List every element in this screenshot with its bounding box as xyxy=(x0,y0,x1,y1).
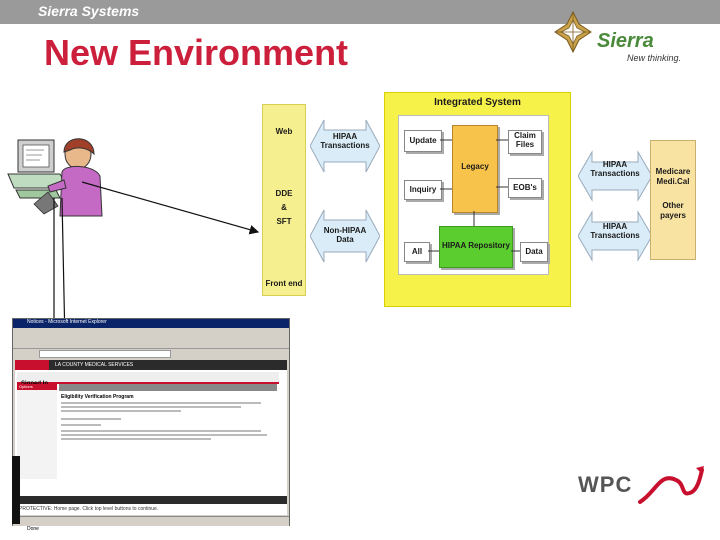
side-strip xyxy=(12,456,20,524)
non-hipaa-in-line1: Non-HIPAA xyxy=(323,226,367,235)
notices-header: Notices xyxy=(59,384,277,399)
non-hipaa-in-arrow xyxy=(310,209,380,263)
payers-medicare: Medicare xyxy=(655,167,691,176)
browser-address-field xyxy=(39,350,171,358)
sierra-tagline: New thinking. xyxy=(627,53,682,63)
notices-panel: Notices Eligibility Verification Program xyxy=(59,384,277,479)
payers-medical: Medi.Cal xyxy=(656,177,690,186)
front-end-label: Front end xyxy=(265,279,303,288)
eobs-box: EOB's xyxy=(508,178,542,198)
page-footer xyxy=(15,496,287,504)
browser-window-title: Notices - Microsoft Internet Explorer xyxy=(27,319,107,325)
browser-title-bar: Notices - Microsoft Internet Explorer xyxy=(13,319,289,328)
hipaa-repository-label: HIPAA Repository xyxy=(441,241,510,250)
hipaa-repository-box: HIPAA Repository xyxy=(439,226,513,268)
slide-title: New Environment xyxy=(44,32,349,73)
inquiry-box: Inquiry xyxy=(404,180,442,200)
notice-text-line xyxy=(61,424,101,426)
page-help-text: PROTECTIVE: Home page. Click top level b… xyxy=(19,506,159,512)
compass-icon xyxy=(554,10,592,54)
sidebar-header-label: Options xyxy=(19,384,33,389)
browser-status-bar: Done xyxy=(13,516,289,532)
user-at-computer-illustration xyxy=(7,138,103,217)
wpc-logo-text: WPC xyxy=(578,472,633,497)
all-box: All xyxy=(404,242,430,262)
legacy-box: Legacy xyxy=(452,125,498,213)
browser-status-text: Done xyxy=(27,526,39,532)
hipaa-in-line1: HIPAA xyxy=(332,132,358,141)
non-hipaa-in-line2: Data xyxy=(336,235,354,244)
page-banner-text: LA COUNTY MEDICAL SERVICES xyxy=(55,362,134,368)
front-end-amp: & xyxy=(281,203,287,212)
hipaa-out-bottom-line2: Transactions xyxy=(590,231,640,240)
hipaa-out-top-line1: HIPAA xyxy=(602,160,628,169)
page-banner: LA COUNTY MEDICAL SERVICES xyxy=(15,360,287,370)
hipaa-out-top-line2: Transactions xyxy=(590,169,640,178)
data-box: Data xyxy=(520,242,548,262)
payers-payers: payers xyxy=(660,211,686,220)
front-end-dde: DDE xyxy=(275,189,293,198)
notice-heading: Eligibility Verification Program xyxy=(61,394,134,400)
wpc-swoosh-icon xyxy=(638,466,704,504)
integrated-system-title: Integrated System xyxy=(434,97,521,108)
browser-toolbar xyxy=(13,338,289,349)
county-logo xyxy=(15,360,49,370)
hipaa-in-arrow xyxy=(310,119,380,173)
front-end-sft: SFT xyxy=(276,217,292,226)
claim-files-line1: Claim xyxy=(514,131,536,140)
front-end-panel: Web DDE & SFT Front end xyxy=(262,104,306,296)
notice-text-line xyxy=(61,418,121,420)
notice-text-line xyxy=(61,430,261,432)
hipaa-out-top-arrow xyxy=(578,150,652,202)
notice-text-line xyxy=(61,410,181,412)
browser-menu-bar xyxy=(13,329,289,337)
front-end-web: Web xyxy=(275,127,293,136)
signed-in-bar: Signed In xyxy=(17,372,279,387)
sierra-logo: Sierra New thinking. xyxy=(553,10,703,70)
hipaa-in-label: HIPAA Transactions xyxy=(318,132,372,150)
payers-other: Other xyxy=(662,201,684,210)
sierra-wordmark: Sierra xyxy=(597,30,654,52)
header-bar: Sierra Systems xyxy=(0,0,720,24)
browser-page: LA COUNTY MEDICAL SERVICES Signed In Opt… xyxy=(15,360,287,515)
notice-text-line xyxy=(61,402,261,404)
legacy-label: Legacy xyxy=(461,162,489,171)
notice-text-line xyxy=(61,438,211,440)
non-hipaa-in-label: Non-HIPAA Data xyxy=(318,226,372,244)
hipaa-out-bottom-line1: HIPAA xyxy=(602,222,628,231)
payers-panel: Medicare Medi.Cal Other payers xyxy=(650,140,696,260)
wpc-logo: WPC xyxy=(578,462,708,512)
sidebar-header xyxy=(17,384,57,390)
hipaa-out-top-label: HIPAA Transactions xyxy=(586,160,644,178)
page-sidebar: Options xyxy=(17,384,57,479)
notice-text-line xyxy=(61,434,267,436)
browser-screenshot: Notices - Microsoft Internet Explorer LA… xyxy=(12,318,290,532)
claim-files-line2: Files xyxy=(515,140,535,149)
company-logo: Sierra Systems xyxy=(38,3,140,19)
update-box: Update xyxy=(404,130,442,152)
hipaa-out-bottom-arrow xyxy=(578,210,652,262)
notices-title: Notices xyxy=(62,393,84,399)
hipaa-in-line2: Transactions xyxy=(320,141,370,150)
notice-text-line xyxy=(61,406,241,408)
hipaa-out-bottom-label: HIPAA Transactions xyxy=(586,222,644,240)
claim-files-box: Claim Files xyxy=(508,130,542,154)
